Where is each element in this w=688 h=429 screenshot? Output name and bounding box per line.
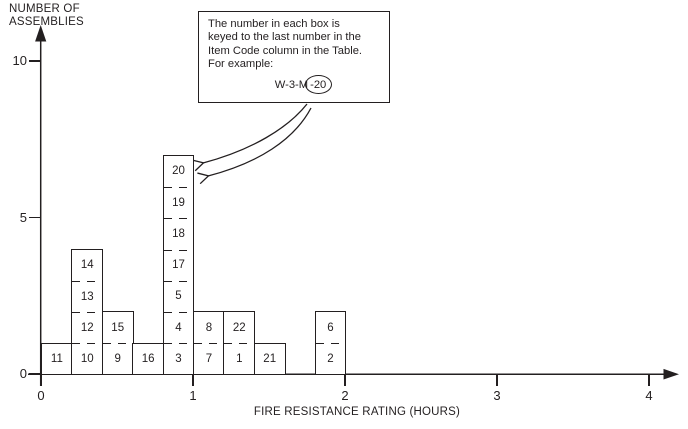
assembly-box-22: 22 (232, 321, 246, 334)
assembly-box-5: 5 (163, 280, 194, 312)
callout-example-prefix: W-3-M (274, 78, 309, 91)
assembly-box-7: 7 (194, 343, 224, 375)
x-tick-label: 3 (493, 388, 501, 403)
callout-note-text: The number in each box is keyed to the l… (208, 18, 363, 71)
x-tick-mark (648, 374, 650, 386)
assembly-box-19: 19 (163, 187, 194, 219)
assembly-box-8: 8 (205, 321, 213, 334)
y-tick-label: 0 (19, 366, 27, 381)
assembly-box-1: 1 (224, 343, 255, 375)
assembly-box-17: 17 (163, 249, 194, 281)
y-tick-label: 5 (19, 209, 27, 225)
assembly-box-2: 2 (315, 343, 346, 375)
assembly-column: 16 (132, 342, 164, 376)
assembly-box-21: 21 (263, 353, 277, 366)
assembly-box-18: 18 (163, 218, 194, 250)
callout-note-box: The number in each box is keyed to the l… (198, 11, 390, 103)
x-tick-mark (496, 374, 498, 386)
x-tick-mark (40, 374, 42, 386)
assembly-column: 9 15 (101, 311, 134, 376)
assembly-box-15: 15 (111, 321, 125, 334)
y-tick-mark (29, 60, 41, 62)
x-tick-mark (192, 374, 194, 386)
assembly-box-4: 4 (163, 311, 194, 344)
y-tick-mark (29, 373, 41, 375)
y-axis-title: NUMBER OF ASSEMBLIES (9, 3, 84, 28)
x-tick-label: 1 (189, 388, 197, 403)
callout-arrow-lower (197, 107, 312, 185)
x-axis-title: FIRE RESISTANCE RATING (HOURS) (253, 406, 461, 418)
callout-example-circled-number: -20 (305, 75, 333, 95)
assembly-box-16: 16 (141, 353, 155, 366)
assembly-box-13: 13 (72, 280, 103, 313)
x-tick-label: 4 (645, 388, 653, 403)
y-tick-label: 10 (12, 53, 27, 68)
assembly-box-14: 14 (80, 259, 94, 272)
y-tick-mark (29, 216, 41, 219)
assembly-box-11: 11 (50, 353, 63, 366)
x-axis-arrowhead-icon (663, 368, 679, 380)
assembly-box-6: 6 (327, 321, 334, 334)
assembly-column: 11 (41, 342, 73, 376)
assembly-box-10: 10 (72, 343, 103, 375)
assembly-column: 1 22 (223, 311, 256, 376)
x-tick-mark (344, 374, 346, 386)
callout-example-code: W-3-M-20 (208, 75, 381, 95)
assembly-box-12: 12 (72, 312, 103, 344)
x-tick-label: 0 (37, 388, 45, 403)
assembly-box-9: 9 (102, 343, 133, 375)
x-tick-label: 2 (341, 388, 349, 403)
callout-arrow-upper (192, 103, 308, 172)
assembly-box-3: 3 (163, 343, 194, 375)
y-axis-arrowhead-icon (35, 25, 47, 42)
assembly-box-20: 20 (172, 165, 185, 178)
assembly-column: 21 (253, 342, 286, 376)
